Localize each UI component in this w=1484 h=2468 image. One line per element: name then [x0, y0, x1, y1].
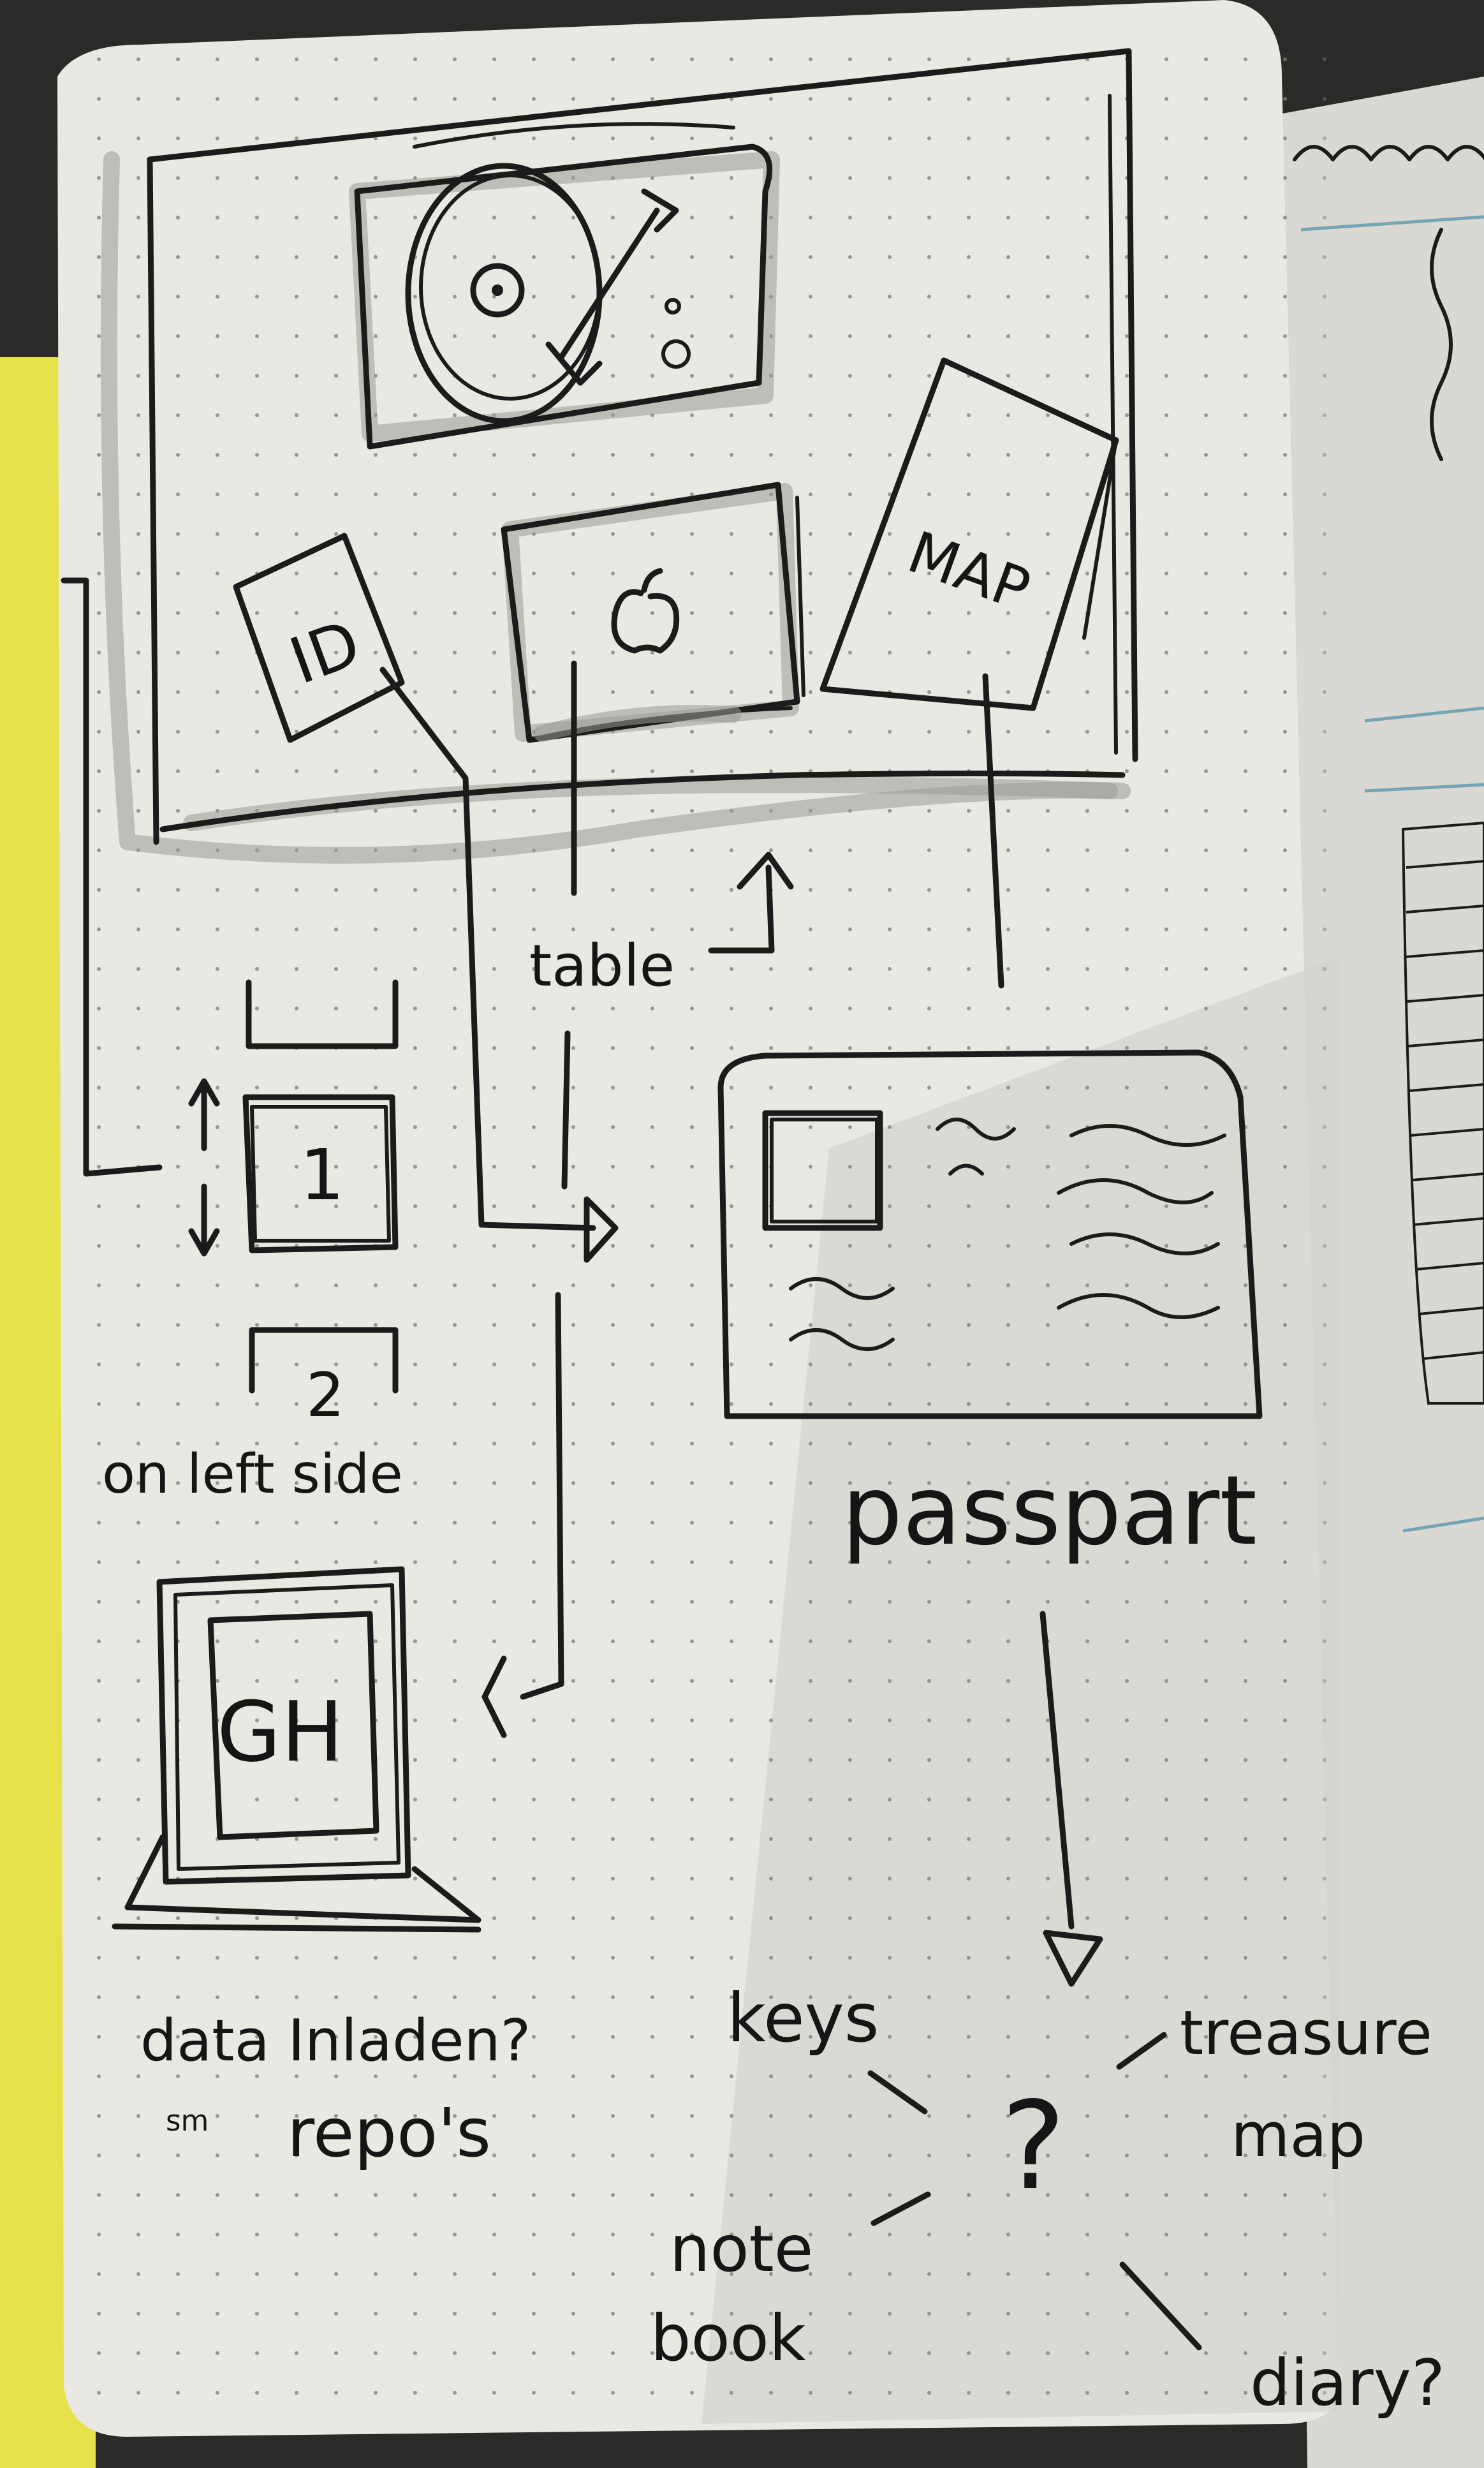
github-screen-label: GH	[217, 1683, 344, 1780]
question-rays	[867, 2032, 1202, 2351]
repos-label: repo's	[287, 2094, 491, 2172]
note-label: note	[670, 2212, 813, 2286]
treasure-label: treasure	[1180, 1999, 1432, 2069]
apple-logo-icon	[611, 568, 680, 654]
book-label: book	[650, 2301, 806, 2376]
drawer-1-label: 1	[300, 1134, 344, 1216]
treasure-map-label: map	[1231, 2101, 1365, 2171]
question-mark: ?	[1001, 2076, 1066, 2217]
right-page-wavy-rope	[1430, 228, 1453, 461]
sm-label: sm	[166, 2104, 209, 2138]
drawer-2-label: 2	[306, 1361, 344, 1431]
github-computer-drawing: GH	[112, 1566, 481, 1933]
passport-drawing	[717, 1049, 1263, 1419]
data-inladen-label: data Inladen?	[140, 2007, 531, 2074]
keys-label: keys	[727, 1979, 879, 2057]
drawer-stack-drawing: 1 2 on left side	[102, 979, 403, 1506]
table-arrow	[708, 852, 794, 954]
diary-label: diary?	[1250, 2346, 1445, 2420]
right-page-hatched-block	[1401, 821, 1484, 1405]
dot-grid-overlay	[89, 51, 1314, 2411]
table-label: table	[529, 933, 675, 1000]
passport-label: passpart	[842, 1456, 1257, 1567]
apple-laptop-drawing	[501, 482, 805, 743]
connector-lines	[61, 577, 1103, 1987]
on-left-side-label: on left side	[102, 1443, 403, 1506]
record-player-drawing	[349, 122, 780, 450]
